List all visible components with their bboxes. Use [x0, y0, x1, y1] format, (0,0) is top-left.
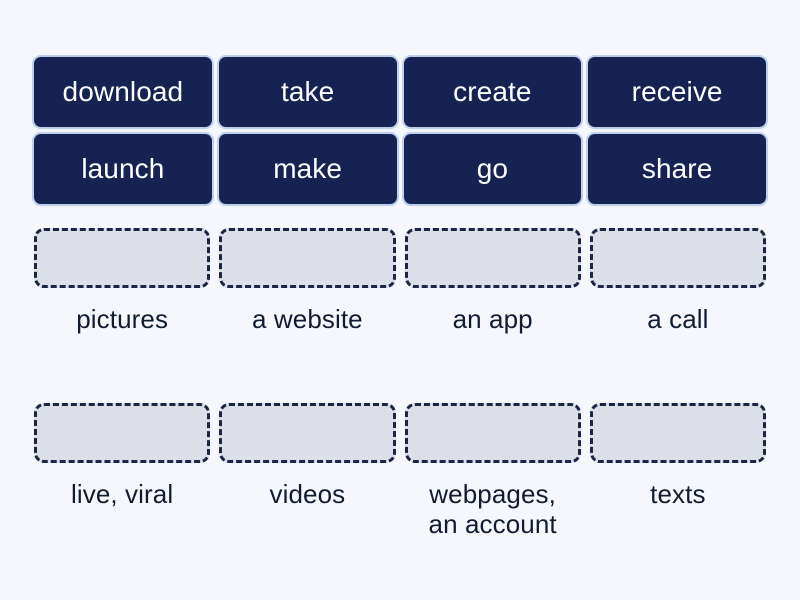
dropzone-cell-an-app: an app: [404, 228, 581, 334]
dropzone-cell-live-viral: live, viral: [34, 403, 211, 509]
word-tile-go[interactable]: go: [403, 134, 582, 204]
dropzone-an-app[interactable]: [404, 228, 581, 288]
dropzone-label-live-viral: live, viral: [71, 479, 174, 509]
dropzone-pictures[interactable]: [34, 228, 211, 288]
dropzone-cell-webpages-an-account: webpages, an account: [404, 403, 581, 540]
dropzone-texts[interactable]: [589, 403, 766, 463]
dropzone-a-website[interactable]: [219, 228, 396, 288]
dropzone-cell-a-website: a website: [219, 228, 396, 334]
dropzone-a-call[interactable]: [589, 228, 766, 288]
dropzone-label-a-call: a call: [647, 304, 709, 334]
dropzone-webpages-an-account[interactable]: [404, 403, 581, 463]
dropzone-label-a-website: a website: [252, 304, 363, 334]
dropzone-label-pictures: pictures: [76, 304, 169, 334]
dropzone-label-webpages-an-account: webpages, an account: [428, 479, 557, 540]
word-tile-create[interactable]: create: [403, 57, 582, 127]
dropzone-cell-texts: texts: [589, 403, 766, 509]
dropzone-label-texts: texts: [650, 479, 706, 509]
dropzone-label-videos: videos: [269, 479, 346, 509]
word-tile-take[interactable]: take: [218, 57, 397, 127]
word-tile-receive[interactable]: receive: [588, 57, 766, 127]
word-tile-launch[interactable]: launch: [34, 134, 212, 204]
dropzone-videos[interactable]: [219, 403, 396, 463]
word-tile-download[interactable]: download: [34, 57, 212, 127]
dropzone-cell-a-call: a call: [589, 228, 766, 334]
word-tile-make[interactable]: make: [218, 134, 397, 204]
dropzone-cell-videos: videos: [219, 403, 396, 509]
word-tile-grid: download take create receive launch make…: [34, 57, 766, 204]
dropzone-label-an-app: an app: [452, 304, 533, 334]
dropzone-row-1: pictures a website an app a call: [34, 228, 766, 334]
dropzone-row-2: live, viral videos webpages, an account …: [34, 403, 766, 540]
dropzone-cell-pictures: pictures: [34, 228, 211, 334]
dropzone-live-viral[interactable]: [34, 403, 211, 463]
word-tile-share[interactable]: share: [588, 134, 766, 204]
